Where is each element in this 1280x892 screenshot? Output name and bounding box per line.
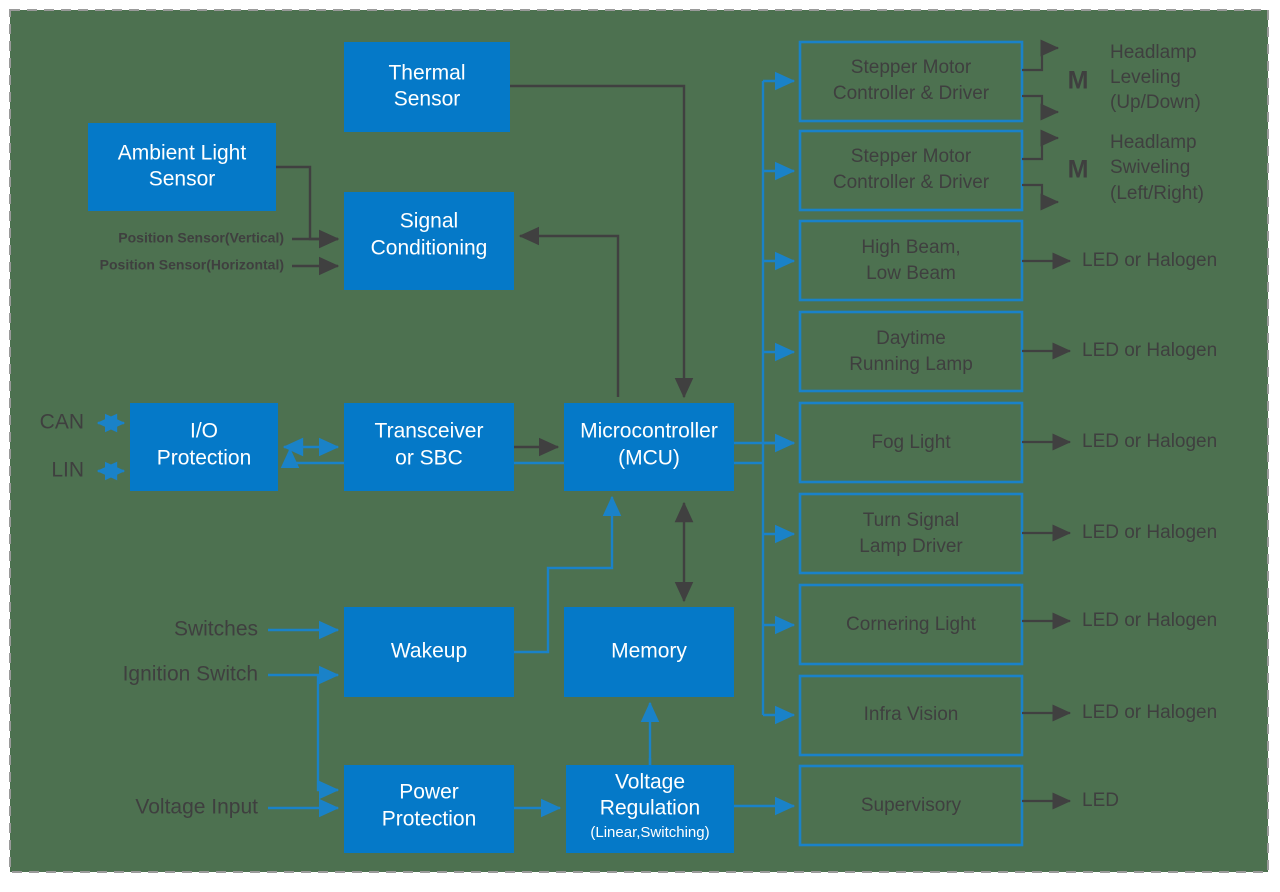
output-label-headlamp-swiveling: Headlamp Swiveling (Left/Right) — [1110, 132, 1204, 204]
block-label: Microcontroller — [580, 420, 718, 443]
out-arrow-stepper2-top — [1022, 129, 1060, 161]
out-arrow-stepper1-bottom — [1022, 94, 1060, 121]
block-label: I/O — [190, 420, 218, 443]
block-sublabel: (Linear,Switching) — [590, 824, 709, 841]
wire-mcu-to-signal-conditioning — [518, 226, 620, 397]
block-transceiver-or-sbc[interactable]: Transceiver or SBC — [344, 403, 514, 491]
block-label: Supervisory — [861, 795, 962, 816]
wire-ignition-to-power — [316, 675, 340, 800]
block-supervisory[interactable]: Supervisory — [798, 764, 1024, 847]
output-label-drl: LED or Halogen — [1082, 340, 1217, 361]
output-label-line: Headlamp — [1110, 42, 1197, 63]
block-label: Infra Vision — [864, 704, 959, 725]
block-daytime-running-lamp[interactable]: Daytime Running Lamp — [798, 310, 1024, 393]
block-label: High Beam, — [861, 237, 960, 258]
block-stepper-motor-controller-2[interactable]: Stepper Motor Controller & Driver — [798, 129, 1024, 212]
wire-wakeup-to-mcu — [514, 495, 622, 654]
output-label-line: Leveling — [1110, 67, 1181, 88]
block-label: Fog Light — [871, 432, 951, 453]
outputs-group — [1022, 39, 1072, 810]
block-label: Cornering Light — [846, 614, 977, 635]
block-label: Signal — [400, 210, 458, 233]
block-cornering-light[interactable]: Cornering Light — [798, 583, 1024, 666]
block-stepper-motor-controller-1[interactable]: Stepper Motor Controller & Driver — [798, 40, 1024, 123]
block-voltage-regulation[interactable]: Voltage Regulation (Linear,Switching) — [566, 765, 734, 853]
block-label: Turn Signal — [863, 510, 959, 531]
output-label-supervisory: LED — [1082, 790, 1119, 811]
block-label: Memory — [611, 640, 687, 663]
label-voltage-input: Voltage Input — [135, 796, 258, 819]
block-wakeup[interactable]: Wakeup — [344, 607, 514, 697]
block-high-low-beam[interactable]: High Beam, Low Beam — [798, 219, 1024, 302]
block-label: (MCU) — [618, 447, 680, 470]
block-label: Transceiver — [375, 420, 484, 443]
block-label: Protection — [157, 447, 252, 470]
output-label-turn-signal: LED or Halogen — [1082, 522, 1217, 543]
block-label: Protection — [382, 808, 477, 831]
block-thermal-sensor[interactable]: Thermal Sensor — [344, 42, 510, 132]
block-label: Ambient Light — [118, 142, 247, 165]
block-power-protection[interactable]: Power Protection — [344, 765, 514, 853]
filled-blocks-group: Thermal Sensor Ambient Light Sensor Sign… — [88, 42, 734, 853]
block-label: Controller & Driver — [833, 172, 990, 193]
block-label: Voltage — [615, 771, 685, 794]
block-microcontroller[interactable]: Microcontroller (MCU) — [564, 403, 734, 491]
block-label: Power — [399, 781, 459, 804]
label-position-sensor-vertical: Position Sensor(Vertical) — [118, 230, 284, 246]
block-infra-vision[interactable]: Infra Vision — [798, 674, 1024, 757]
block-turn-signal-lamp-driver[interactable]: Turn Signal Lamp Driver — [798, 492, 1024, 575]
block-label: Low Beam — [866, 263, 956, 284]
block-memory[interactable]: Memory — [564, 607, 734, 697]
block-label: Daytime — [876, 328, 946, 349]
output-label-line: (Up/Down) — [1110, 92, 1201, 113]
out-arrow-stepper1-top — [1022, 39, 1060, 72]
block-label: Stepper Motor — [851, 57, 972, 78]
label-position-sensor-horizontal: Position Sensor(Horizontal) — [100, 257, 284, 273]
block-ambient-light-sensor[interactable]: Ambient Light Sensor — [88, 123, 276, 211]
block-label: Regulation — [600, 797, 700, 820]
block-label: Controller & Driver — [833, 83, 990, 104]
label-ignition-switch: Ignition Switch — [123, 663, 258, 686]
label-lin-bus: LIN — [51, 459, 84, 482]
wire-thermal-to-mcu — [510, 84, 694, 399]
label-can-bus: CAN — [40, 411, 84, 434]
block-label: Wakeup — [391, 640, 467, 663]
motor-glyph: M — [1068, 67, 1089, 95]
output-label-headlamp-leveling: Headlamp Leveling (Up/Down) — [1110, 42, 1201, 113]
block-label: Lamp Driver — [859, 536, 963, 557]
output-label-cornering: LED or Halogen — [1082, 610, 1217, 631]
output-label-line: (Left/Right) — [1110, 183, 1204, 204]
block-label: Sensor — [149, 168, 216, 191]
output-label-line: Swiveling — [1110, 157, 1190, 178]
output-label-high-low-beam: LED or Halogen — [1082, 250, 1217, 271]
outlined-blocks-group: Stepper Motor Controller & Driver Steppe… — [798, 40, 1024, 847]
motor-glyph: M — [1068, 156, 1089, 184]
block-label: Sensor — [394, 88, 461, 111]
out-arrow-stepper2-bottom — [1022, 183, 1060, 211]
label-switches: Switches — [174, 618, 258, 641]
block-signal-conditioning[interactable]: Signal Conditioning — [344, 192, 514, 290]
output-label-fog: LED or Halogen — [1082, 431, 1217, 452]
block-label: Stepper Motor — [851, 146, 972, 167]
block-io-protection[interactable]: I/O Protection — [130, 403, 278, 491]
output-labels-group: M M Headlamp Leveling (Up/Down) Headlamp… — [1068, 42, 1218, 811]
block-label: Conditioning — [371, 237, 488, 260]
block-label: Thermal — [388, 62, 465, 85]
block-label: or SBC — [395, 447, 463, 470]
output-label-infra-vision: LED or Halogen — [1082, 702, 1217, 723]
input-labels-group: Position Sensor(Vertical) Position Senso… — [40, 230, 284, 819]
output-label-line: Headlamp — [1110, 132, 1197, 153]
block-label: Running Lamp — [849, 354, 973, 375]
